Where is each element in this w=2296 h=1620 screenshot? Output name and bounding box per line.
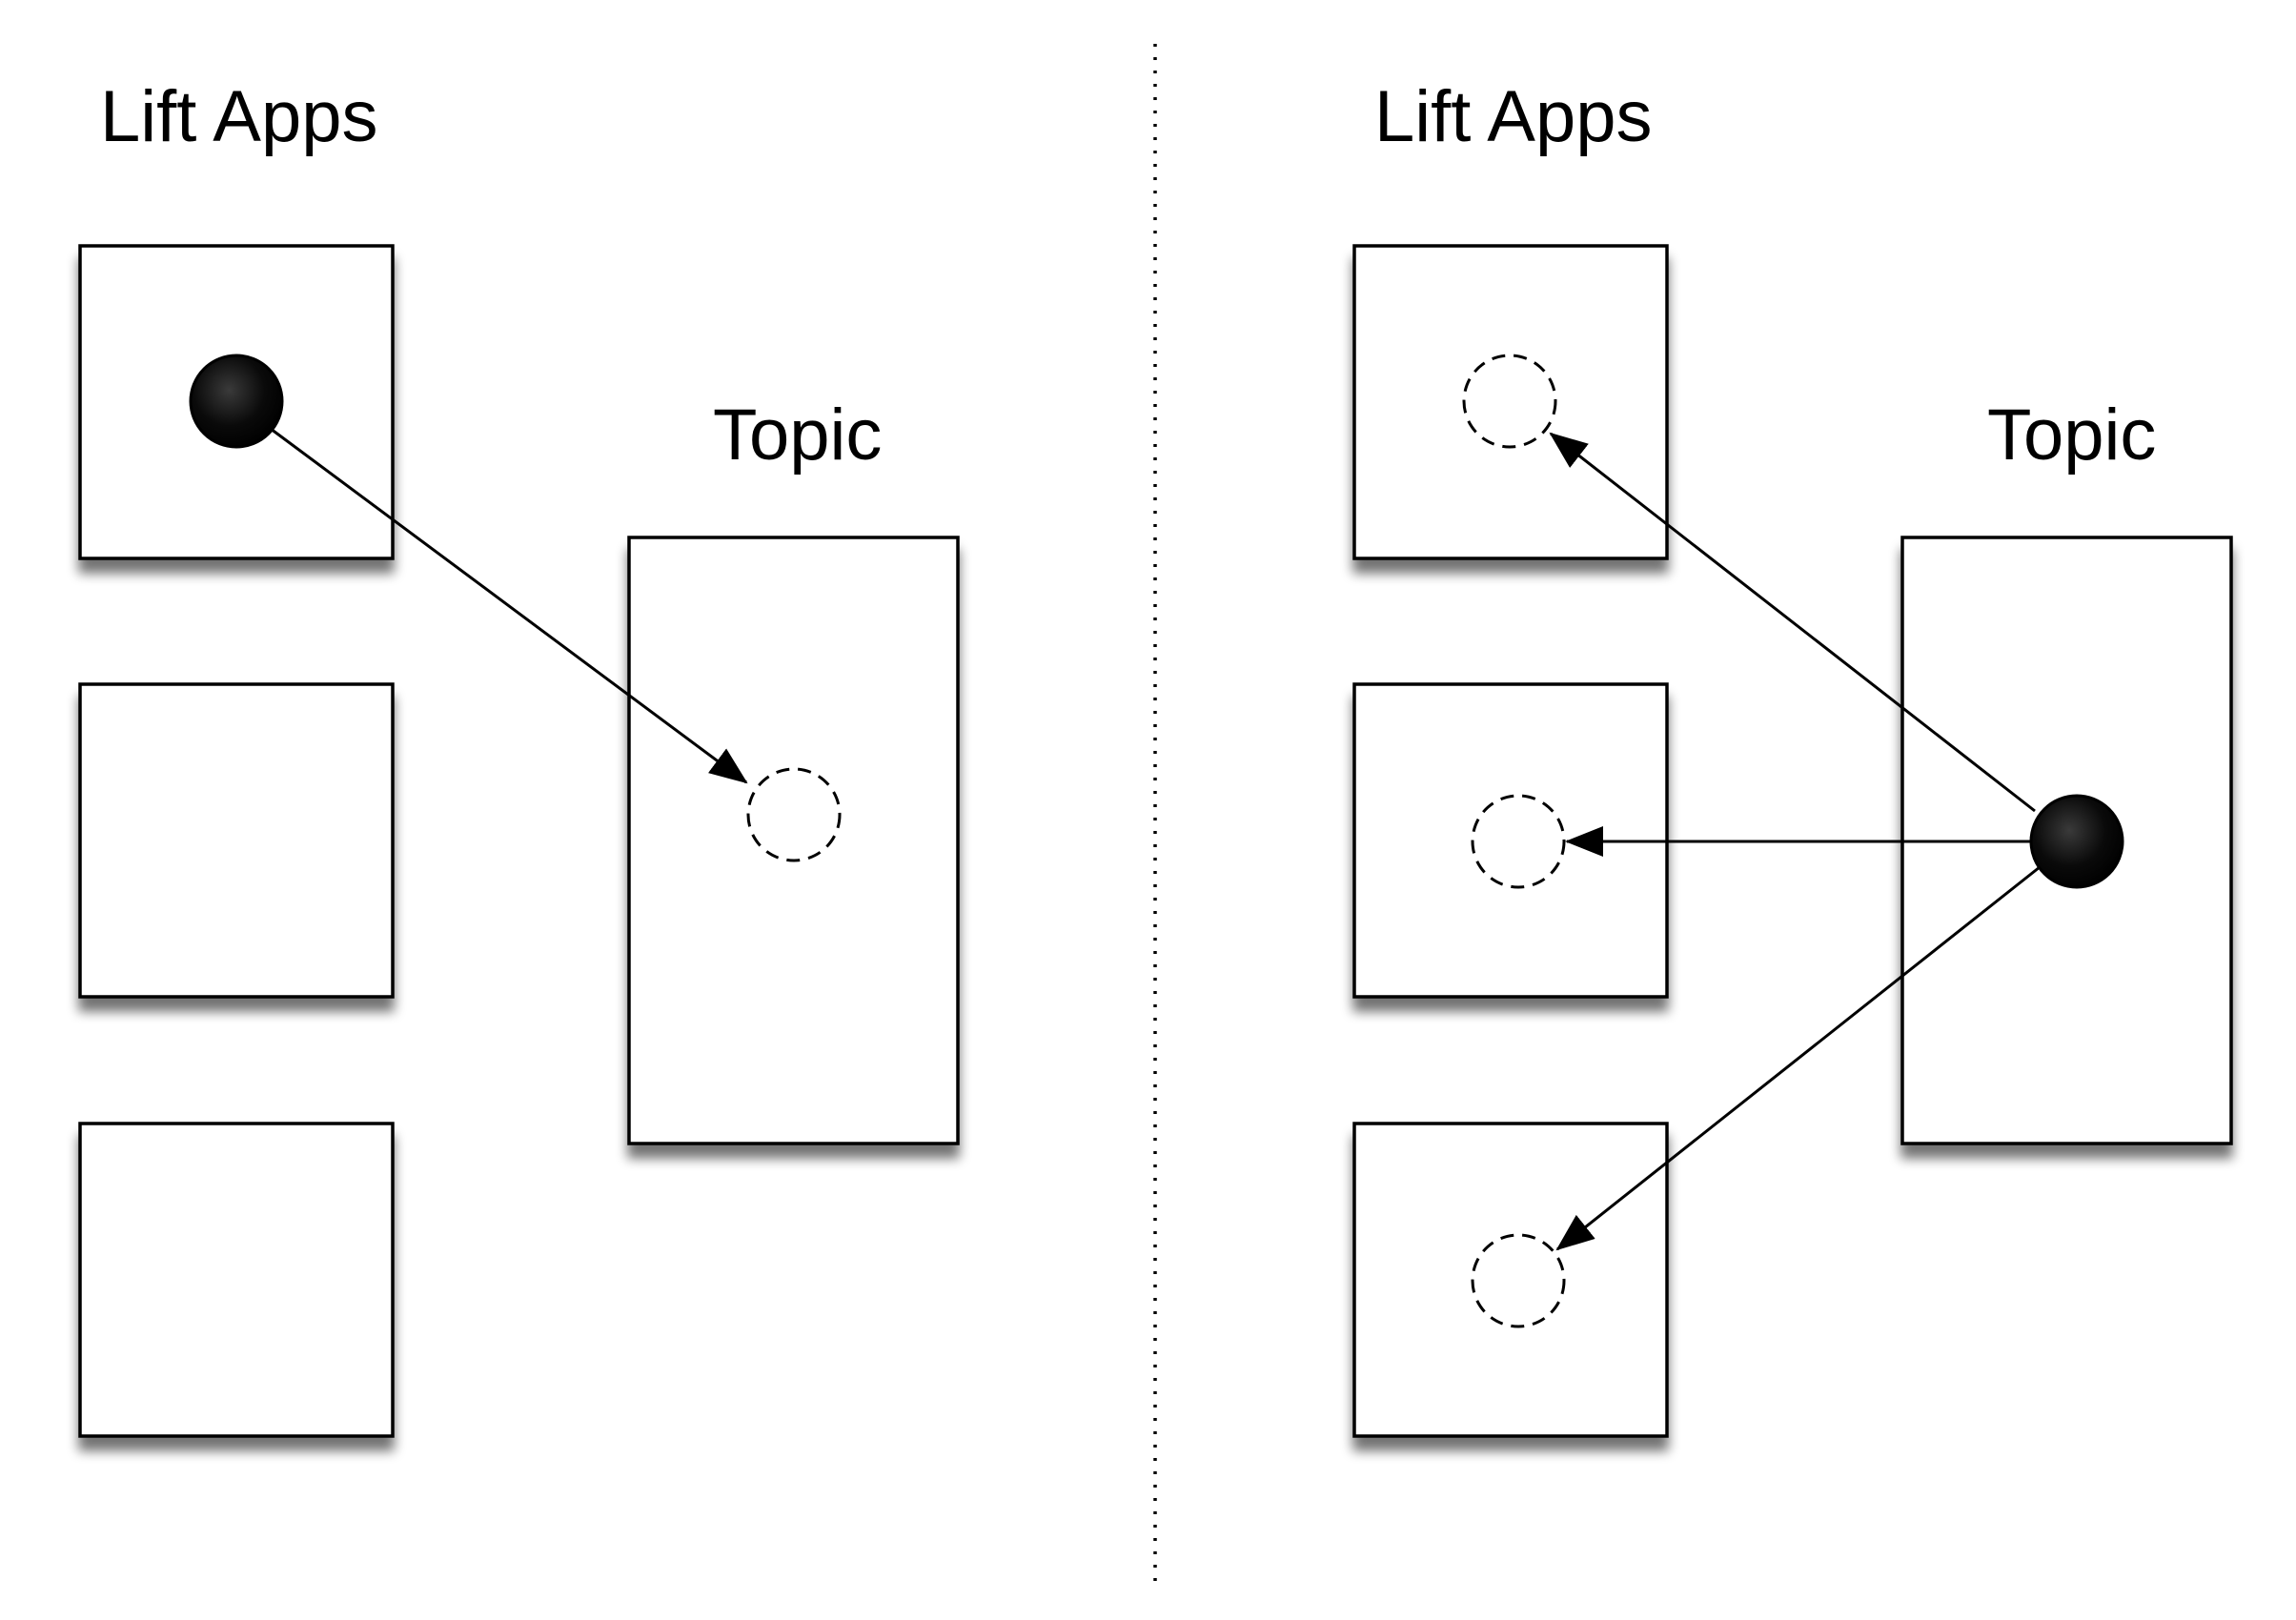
- right-lift-apps-label: Lift Apps: [1374, 76, 1653, 157]
- left-topic-box: [627, 536, 960, 1145]
- left-lift-app-box-2: [78, 682, 395, 999]
- right-lift-app-box-3: [1352, 1122, 1669, 1438]
- right-app-message-placeholder-2: [1471, 794, 1566, 889]
- right-app-message-placeholder-1: [1462, 354, 1557, 449]
- left-message-arrow: [270, 427, 748, 784]
- right-broadcast-arrow-1: [1549, 432, 2036, 813]
- left-topic-message-placeholder: [746, 767, 842, 862]
- left-panel: Lift Apps Topic: [78, 76, 960, 1438]
- left-lift-apps-label: Lift Apps: [100, 76, 378, 157]
- left-topic-label: Topic: [713, 395, 882, 476]
- right-topic-message-dot: [2029, 794, 2124, 889]
- right-panel: Lift Apps Topic: [1352, 76, 2233, 1438]
- right-topic-label: Topic: [1987, 395, 2156, 476]
- right-app-message-placeholder-3: [1471, 1233, 1566, 1328]
- right-lift-app-box-1: [1352, 244, 1669, 560]
- right-broadcast-arrow-3: [1555, 865, 2041, 1251]
- left-lift-app-box-3: [78, 1122, 395, 1438]
- left-message-dot: [189, 354, 284, 449]
